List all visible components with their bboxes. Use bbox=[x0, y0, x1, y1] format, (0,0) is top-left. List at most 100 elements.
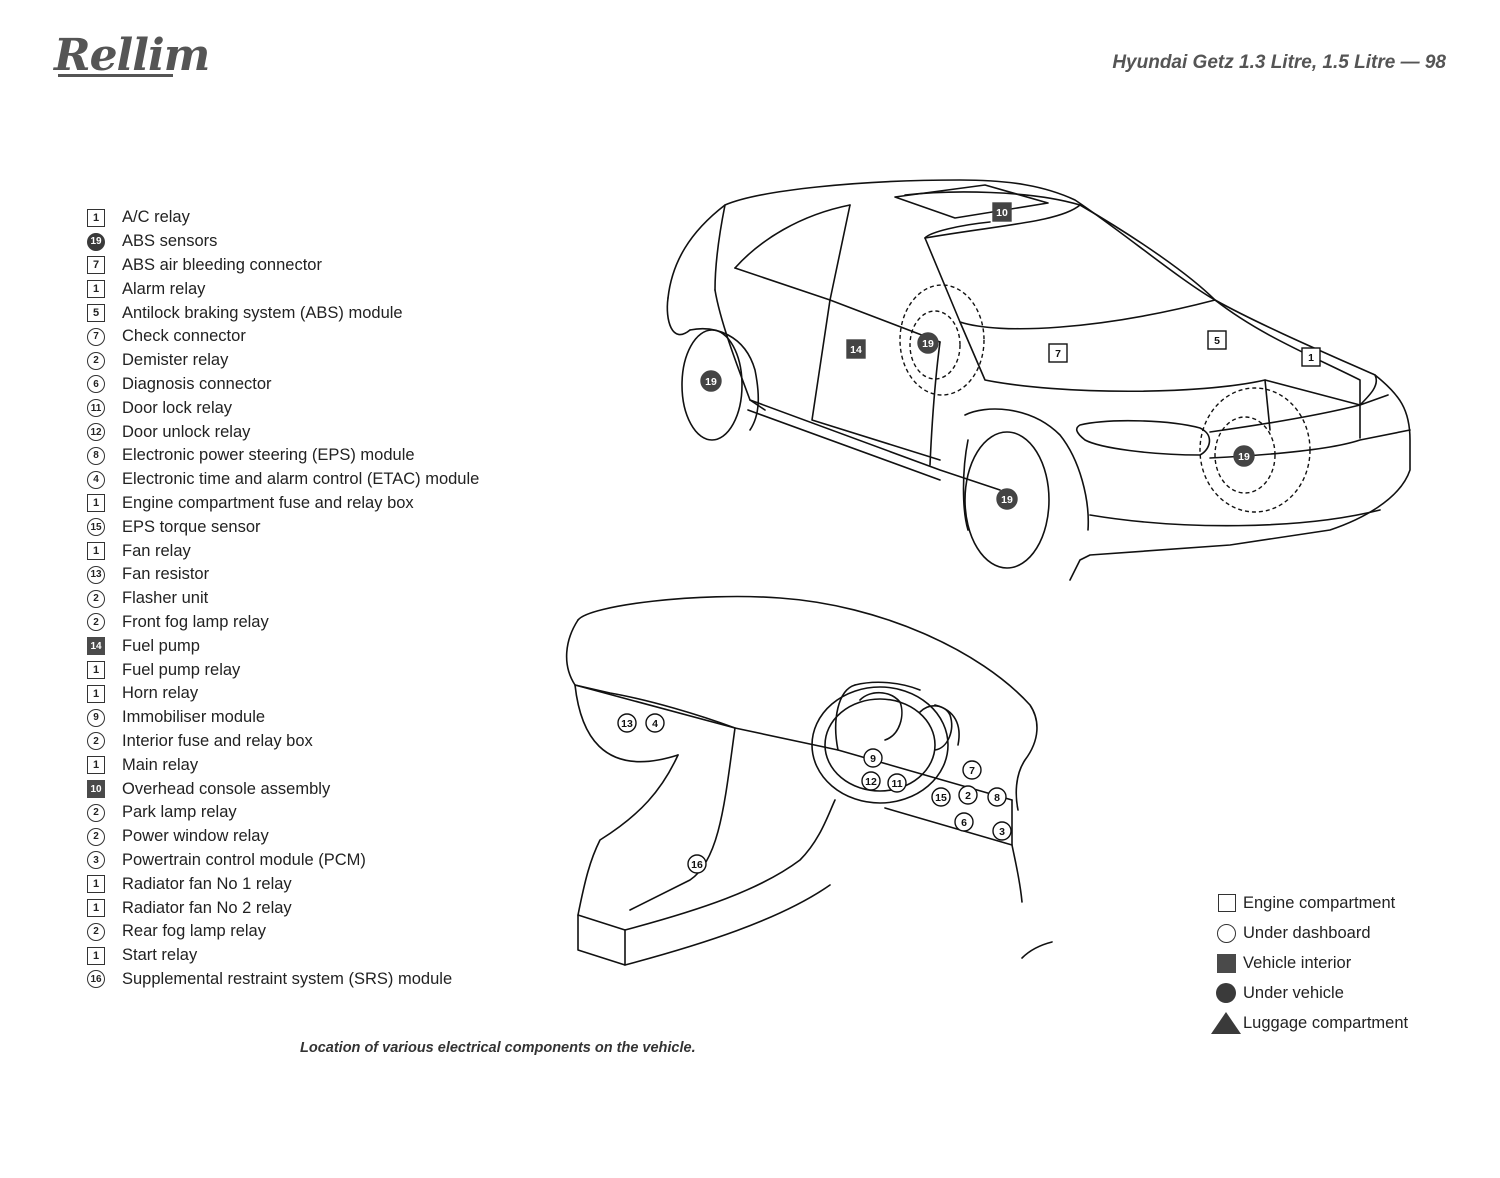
key-label: Under vehicle bbox=[1243, 983, 1344, 1002]
legend-item-number: 1 bbox=[87, 756, 105, 775]
key-label: Vehicle interior bbox=[1243, 953, 1352, 972]
marker-number: 19 bbox=[1001, 494, 1013, 506]
location-marker: 15 bbox=[931, 787, 951, 807]
legend-item-number: 1 bbox=[87, 684, 105, 703]
marker-shape bbox=[962, 760, 982, 780]
legend-item-label: Interior fuse and relay box bbox=[122, 731, 313, 750]
marker-shape bbox=[987, 787, 1007, 807]
marker-number: 9 bbox=[870, 753, 876, 765]
marker-number: 10 bbox=[996, 207, 1008, 219]
legend-item-number: 1 bbox=[87, 946, 105, 965]
location-marker: 4 bbox=[645, 713, 665, 733]
marker-shape bbox=[887, 773, 907, 793]
location-marker: 19 bbox=[700, 370, 722, 392]
marker-shape bbox=[846, 339, 866, 359]
legend-item-label: Radiator fan No 2 relay bbox=[122, 898, 292, 917]
legend-item-label: Check connector bbox=[122, 327, 246, 346]
marker-shape bbox=[954, 812, 974, 832]
key-symbol bbox=[1211, 952, 1243, 974]
legend-item-label: Front fog lamp relay bbox=[122, 612, 269, 631]
marker-number: 16 bbox=[691, 859, 703, 871]
legend-item-label: Flasher unit bbox=[122, 589, 209, 608]
location-marker: 1 bbox=[1301, 347, 1321, 367]
legend-item: 2 Power window relay bbox=[87, 825, 517, 849]
legend-item-label: Powertrain control module (PCM) bbox=[122, 850, 366, 869]
legend-item-label: Engine compartment fuse and relay box bbox=[122, 493, 414, 512]
location-marker: 6 bbox=[954, 812, 974, 832]
legend-item-number: 2 bbox=[87, 589, 105, 608]
car-outline bbox=[666, 179, 1411, 581]
marker-shape bbox=[1233, 445, 1255, 467]
location-marker: 7 bbox=[1048, 343, 1068, 363]
key-symbol bbox=[1211, 922, 1243, 944]
dashboard-outline bbox=[565, 595, 1053, 966]
marker-number: 19 bbox=[705, 376, 717, 388]
marker-shape bbox=[992, 821, 1012, 841]
key-label: Under dashboard bbox=[1243, 923, 1371, 942]
legend-item-number: 15 bbox=[87, 518, 105, 537]
legend-item-label: Overhead console assembly bbox=[122, 779, 331, 798]
location-marker: 13 bbox=[617, 713, 637, 733]
key-label: Luggage compartment bbox=[1243, 1013, 1409, 1032]
legend-item-label: Power window relay bbox=[122, 827, 269, 846]
marker-shape bbox=[1301, 347, 1321, 367]
location-marker: 3 bbox=[992, 821, 1012, 841]
legend-item-number: 2 bbox=[87, 827, 105, 846]
circle-symbol bbox=[1217, 923, 1236, 943]
marker-number: 15 bbox=[935, 792, 947, 804]
legend-item-number: 1 bbox=[87, 542, 105, 561]
marker-shape bbox=[1207, 330, 1227, 350]
legend-item: 3 Powertrain control module (PCM) bbox=[87, 849, 517, 873]
location-marker: 19 bbox=[996, 488, 1018, 510]
legend-item-number: 3 bbox=[87, 851, 105, 870]
legend-item-number: 1 bbox=[87, 208, 105, 227]
marker-number: 7 bbox=[1055, 348, 1061, 360]
marker-number: 6 bbox=[961, 817, 967, 829]
legend-item-number: 2 bbox=[87, 803, 105, 822]
marker-number: 1 bbox=[1308, 352, 1314, 364]
legend-item-number: 2 bbox=[87, 351, 105, 370]
legend-item-label: Rear fog lamp relay bbox=[122, 922, 266, 941]
marker-number: 7 bbox=[969, 765, 975, 777]
legend-item-label: Supplemental restraint system (SRS) modu… bbox=[122, 969, 453, 988]
legend-item-label: Demister relay bbox=[122, 351, 229, 370]
legend-item-number: 19 bbox=[87, 232, 105, 251]
legend-item-number: 14 bbox=[87, 637, 105, 656]
circle-filled-symbol bbox=[1216, 983, 1236, 1003]
marker-shape bbox=[687, 854, 707, 874]
location-marker: 19 bbox=[1233, 445, 1255, 467]
location-marker: 10 bbox=[992, 202, 1012, 222]
key-item: Vehicle interior bbox=[1211, 948, 1408, 978]
abs-sensor-dashed-outlines bbox=[899, 284, 1311, 513]
marker-number: 11 bbox=[891, 778, 902, 790]
legend-item-number: 13 bbox=[87, 565, 105, 584]
marker-number: 14 bbox=[850, 344, 862, 356]
legend-item-number: 5 bbox=[87, 304, 105, 323]
page-title: Hyundai Getz 1.3 Litre, 1.5 Litre — 98 bbox=[1112, 52, 1446, 73]
location-marker: 12 bbox=[861, 771, 881, 791]
legend-item-number: 1 bbox=[87, 280, 105, 299]
marker-number: 13 bbox=[621, 718, 633, 730]
location-marker: 7 bbox=[962, 760, 982, 780]
marker-shape bbox=[958, 785, 978, 805]
marker-shape bbox=[1048, 343, 1068, 363]
legend-item-label: Fan resistor bbox=[122, 565, 210, 584]
marker-number: 5 bbox=[1214, 335, 1220, 347]
